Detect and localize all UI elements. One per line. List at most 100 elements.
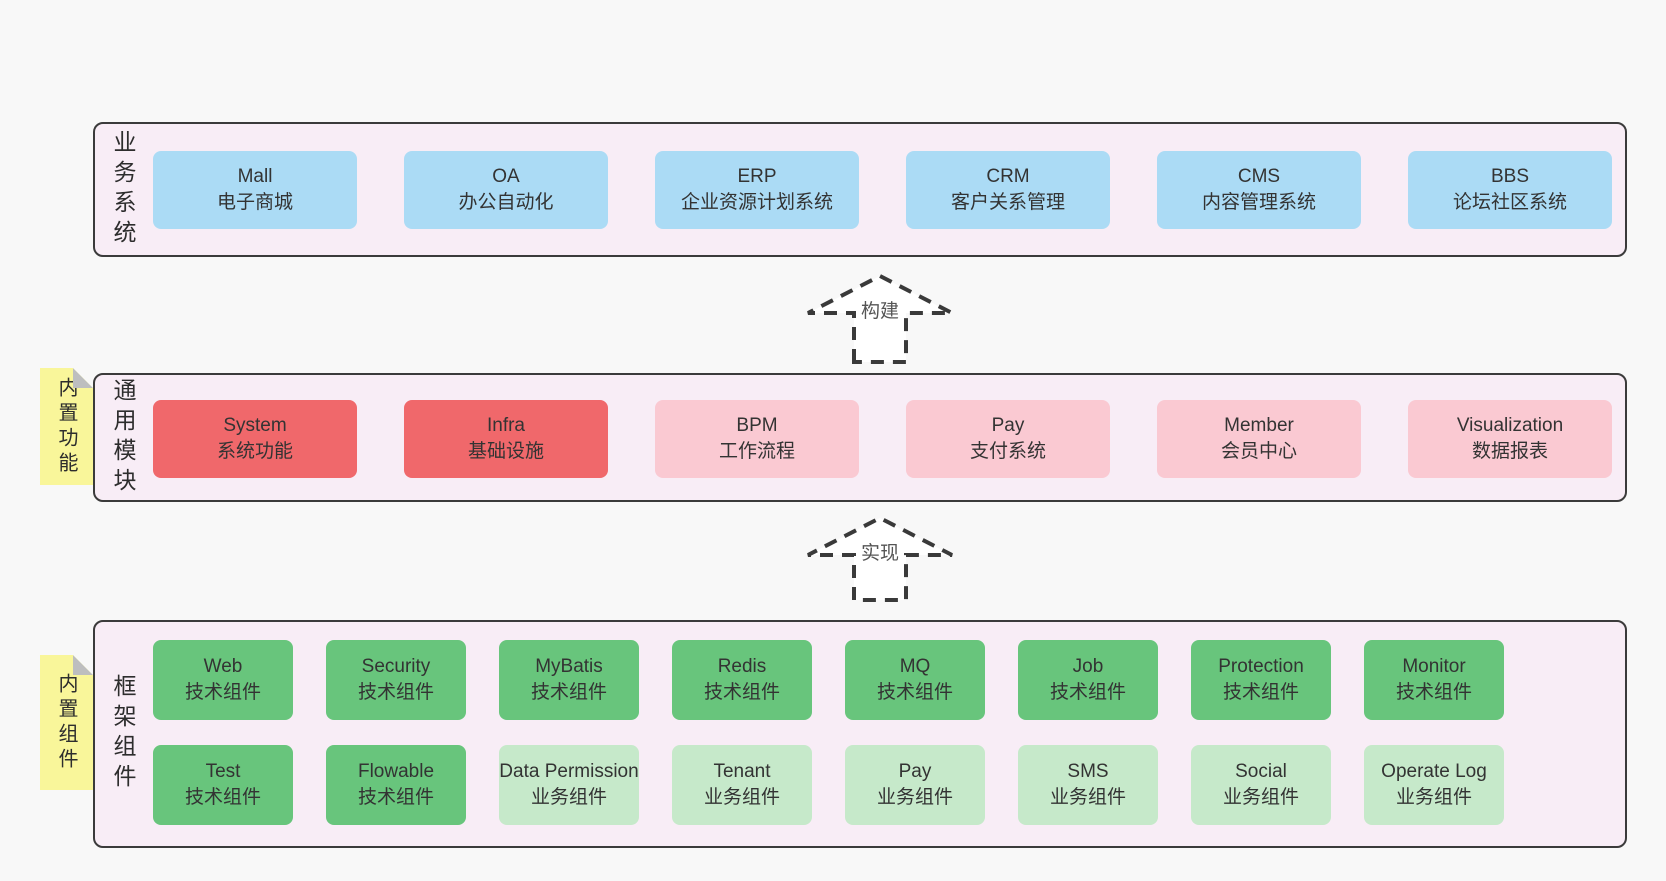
box-member: Member 会员中心 bbox=[1157, 400, 1361, 478]
panel-business-systems-label: 业务系统 bbox=[110, 129, 136, 250]
common-modules-row: System 系统功能 Infra 基础设施 BPM 工作流程 Pay 支付系统… bbox=[153, 400, 1612, 478]
box-mq: MQ 技术组件 bbox=[845, 640, 985, 720]
implement-arrow-shape bbox=[807, 515, 953, 602]
box-oa-title: OA bbox=[492, 166, 520, 187]
box-social-subtitle: 业务组件 bbox=[1222, 787, 1299, 808]
business-systems-row: Mall 电子商城 OA 办公自动化 ERP 企业资源计划系统 CRM 客户关系… bbox=[153, 151, 1612, 229]
box-cms: CMS 内容管理系统 bbox=[1157, 151, 1361, 229]
box-monitor-title: Monitor bbox=[1402, 656, 1466, 677]
box-test: Test 技术组件 bbox=[153, 745, 293, 825]
panel-framework-components-label: 框架组件 bbox=[110, 674, 136, 794]
box-system-title: System bbox=[223, 415, 287, 436]
note-builtin-components-label: 内置组件 bbox=[55, 672, 77, 773]
box-system-subtitle: 系统功能 bbox=[216, 441, 293, 462]
note-builtin-features-label: 内置功能 bbox=[55, 376, 77, 477]
box-tenant-subtitle: 业务组件 bbox=[703, 787, 780, 808]
box-flowable-title: Flowable bbox=[357, 761, 435, 782]
box-mq-title: MQ bbox=[899, 656, 931, 677]
panel-common-modules: 通用模块 System 系统功能 Infra 基础设施 BPM 工作流程 Pay… bbox=[93, 373, 1627, 502]
box-member-title: Member bbox=[1224, 415, 1294, 436]
box-social-title: Social bbox=[1235, 761, 1287, 782]
box-sms-subtitle: 业务组件 bbox=[1049, 787, 1126, 808]
box-protection: Protection 技术组件 bbox=[1191, 640, 1331, 720]
box-web-subtitle: 技术组件 bbox=[184, 682, 261, 703]
box-pay: Pay 支付系统 bbox=[906, 400, 1110, 478]
box-protection-subtitle: 技术组件 bbox=[1222, 682, 1299, 703]
framework-components-row-1: Web 技术组件 Security 技术组件 MyBatis 技术组件 Redi… bbox=[153, 640, 1504, 720]
box-mybatis-title: MyBatis bbox=[535, 656, 603, 677]
build-arrow-icon: 构建 bbox=[807, 273, 953, 364]
box-test-subtitle: 技术组件 bbox=[184, 787, 261, 808]
note-builtin-features: 内置功能 bbox=[40, 368, 93, 485]
box-web: Web 技术组件 bbox=[153, 640, 293, 720]
box-job-subtitle: 技术组件 bbox=[1049, 682, 1126, 703]
box-data-permission-title: Data Permission bbox=[499, 761, 639, 782]
box-operate-log-subtitle: 业务组件 bbox=[1395, 787, 1472, 808]
box-sms-title: SMS bbox=[1067, 761, 1109, 782]
box-bpm: BPM 工作流程 bbox=[655, 400, 859, 478]
box-security: Security 技术组件 bbox=[326, 640, 466, 720]
box-crm-title: CRM bbox=[986, 166, 1030, 187]
box-mall-title: Mall bbox=[237, 166, 273, 187]
box-security-subtitle: 技术组件 bbox=[357, 682, 434, 703]
box-visualization-title: Visualization bbox=[1456, 415, 1564, 436]
box-bbs: BBS 论坛社区系统 bbox=[1408, 151, 1612, 229]
implement-arrow-icon: 实现 bbox=[807, 515, 953, 602]
panel-business-systems: 业务系统 Mall 电子商城 OA 办公自动化 ERP 企业资源计划系统 CRM… bbox=[93, 122, 1627, 257]
box-mall-subtitle: 电子商城 bbox=[216, 192, 293, 213]
box-infra-subtitle: 基础设施 bbox=[467, 441, 544, 462]
box-tenant-title: Tenant bbox=[713, 761, 771, 782]
box-protection-title: Protection bbox=[1218, 656, 1304, 677]
box-web-title: Web bbox=[203, 656, 243, 677]
fold-corner-icon bbox=[73, 655, 93, 675]
box-system: System 系统功能 bbox=[153, 400, 357, 478]
box-data-permission-subtitle: 业务组件 bbox=[530, 787, 607, 808]
box-member-subtitle: 会员中心 bbox=[1220, 441, 1297, 462]
box-test-title: Test bbox=[205, 761, 241, 782]
note-builtin-components: 内置组件 bbox=[40, 655, 93, 790]
box-infra: Infra 基础设施 bbox=[404, 400, 608, 478]
box-bpm-subtitle: 工作流程 bbox=[718, 441, 795, 462]
box-pay-business: Pay 业务组件 bbox=[845, 745, 985, 825]
box-tenant: Tenant 业务组件 bbox=[672, 745, 812, 825]
box-oa-subtitle: 办公自动化 bbox=[458, 192, 554, 213]
box-operate-log: Operate Log 业务组件 bbox=[1364, 745, 1504, 825]
box-erp-subtitle: 企业资源计划系统 bbox=[680, 192, 833, 213]
box-flowable: Flowable 技术组件 bbox=[326, 745, 466, 825]
box-data-permission: Data Permission 业务组件 bbox=[499, 745, 639, 825]
box-bpm-title: BPM bbox=[736, 415, 778, 436]
box-social: Social 业务组件 bbox=[1191, 745, 1331, 825]
panel-common-modules-label: 通用模块 bbox=[110, 377, 136, 498]
box-monitor-subtitle: 技术组件 bbox=[1395, 682, 1472, 703]
build-arrow-label: 构建 bbox=[861, 300, 899, 322]
fold-corner-icon bbox=[73, 368, 93, 388]
panel-framework-components: 框架组件 Web 技术组件 Security 技术组件 MyBatis 技术组件… bbox=[93, 620, 1627, 848]
box-bbs-subtitle: 论坛社区系统 bbox=[1452, 192, 1567, 213]
box-security-title: Security bbox=[361, 656, 431, 677]
box-pay-business-title: Pay bbox=[898, 761, 932, 782]
box-operate-log-title: Operate Log bbox=[1381, 761, 1487, 782]
box-visualization-subtitle: 数据报表 bbox=[1471, 441, 1548, 462]
box-pay-title: Pay bbox=[991, 415, 1025, 436]
box-mybatis-subtitle: 技术组件 bbox=[530, 682, 607, 703]
box-job: Job 技术组件 bbox=[1018, 640, 1158, 720]
box-redis-subtitle: 技术组件 bbox=[703, 682, 780, 703]
box-bbs-title: BBS bbox=[1490, 166, 1530, 187]
box-mybatis: MyBatis 技术组件 bbox=[499, 640, 639, 720]
box-monitor: Monitor 技术组件 bbox=[1364, 640, 1504, 720]
box-crm: CRM 客户关系管理 bbox=[906, 151, 1110, 229]
box-cms-subtitle: 内容管理系统 bbox=[1201, 192, 1316, 213]
box-pay-business-subtitle: 业务组件 bbox=[876, 787, 953, 808]
framework-components-row-2: Test 技术组件 Flowable 技术组件 Data Permission … bbox=[153, 745, 1504, 825]
box-sms: SMS 业务组件 bbox=[1018, 745, 1158, 825]
box-redis: Redis 技术组件 bbox=[672, 640, 812, 720]
box-cms-title: CMS bbox=[1237, 166, 1281, 187]
box-redis-title: Redis bbox=[717, 656, 767, 677]
box-crm-subtitle: 客户关系管理 bbox=[950, 192, 1065, 213]
box-job-title: Job bbox=[1072, 656, 1104, 677]
box-erp: ERP 企业资源计划系统 bbox=[655, 151, 859, 229]
box-visualization: Visualization 数据报表 bbox=[1408, 400, 1612, 478]
box-infra-title: Infra bbox=[486, 415, 526, 436]
box-oa: OA 办公自动化 bbox=[404, 151, 608, 229]
